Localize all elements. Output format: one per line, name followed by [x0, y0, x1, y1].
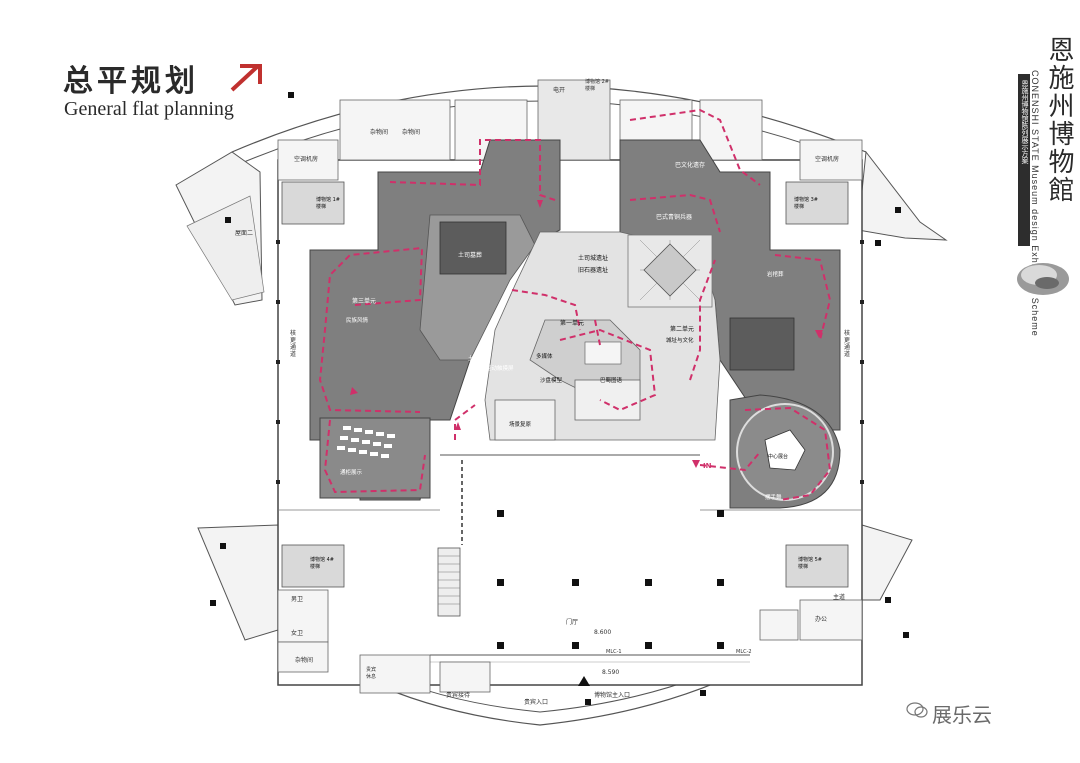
ac-room-left-label: 空调机房: [294, 156, 319, 163]
exhibit-cliff: 岩棺葬: [767, 272, 784, 278]
ac-room-right-label: 空调机房: [815, 156, 840, 163]
ink-stone-icon: [1017, 263, 1069, 295]
exhibit-ba-culture: 巴文化遗存: [675, 162, 706, 169]
page-subtitle: General flat planning: [64, 98, 234, 120]
storage-2-label: 杂物间: [402, 129, 421, 136]
stair-left-label: 博物馆 1#楼梯: [316, 197, 340, 210]
vip-rest-label: 贵宾休息: [366, 667, 377, 680]
exhibit-dance: 摆手舞: [765, 495, 782, 501]
storage-4-label: 杂物间: [295, 657, 314, 664]
exhibit-media: 多媒体: [536, 354, 553, 360]
mlc-1-label: MLC-1: [606, 649, 622, 655]
museum-en: CONENSHI STATE Museum design Exhibition …: [1030, 70, 1040, 337]
office-label: 办公: [815, 616, 828, 623]
hall-label: 门厅: [566, 619, 579, 626]
stair-top-label: 博物馆 2#楼梯: [585, 79, 609, 92]
exhibit-unit-3: 第三单元: [352, 298, 377, 305]
wechat-icon: [906, 702, 928, 718]
exhibit-tusi-city: 土司城遗址: [578, 255, 609, 262]
stair-br-label: 博物馆 5#楼梯: [798, 557, 822, 570]
main-entrance-label: 博物馆主入口: [594, 692, 631, 699]
in-label: IN: [703, 462, 712, 470]
exhibit-bronze: 巴式青铜兵器: [656, 214, 693, 221]
exhibit-interact: 互动触摸屏: [486, 366, 514, 372]
reception-label: 贵宾接待: [446, 692, 471, 699]
exhibit-ba-script: 巴蜀图语: [600, 378, 623, 384]
vip-entrance-label: 贵宾入口: [524, 699, 549, 706]
fire-right-label: 核更通道: [844, 330, 851, 358]
exhibit-unit-2: 第二单元: [670, 326, 695, 333]
elevator-label: 电开: [553, 87, 566, 94]
arrow-up-right-icon: [230, 64, 262, 92]
museum-name: 恩施州博物館: [1044, 36, 1074, 204]
exhibit-tomb: 土司墓葬: [458, 252, 483, 259]
exhibit-folk: 民族风情: [346, 318, 369, 324]
mlc-2-label: MLC-2: [736, 649, 752, 655]
exhibit-stone-age: 旧石器遗址: [578, 267, 609, 274]
exhibit-relic: 城址与文化: [666, 338, 694, 344]
exhibit-central: 中心展台: [768, 454, 789, 460]
roof-label: 屋面二: [235, 230, 254, 237]
mens-wc-label: 男卫: [291, 596, 304, 603]
dim-1-label: 8.600: [594, 629, 612, 636]
exhibit-tujia: 土家族: [468, 356, 485, 362]
exhibit-unit-1: 第一单元: [560, 320, 585, 327]
womens-wc-label: 女卫: [291, 630, 304, 637]
fire-left-label: 核更通道: [290, 330, 297, 358]
storage-1-label: 杂物间: [370, 129, 389, 136]
exhibit-model: 沙盘模型: [540, 378, 563, 384]
watermark: 展乐云: [932, 703, 992, 727]
exhibit-showcase: 通柜展示: [340, 470, 363, 476]
main-road-label: 主道: [833, 594, 846, 601]
stair-bl-label: 博物馆 4#楼梯: [310, 557, 334, 570]
stair-right-label: 博物馆 3#楼梯: [794, 197, 818, 210]
page-title: 总平规划: [63, 64, 199, 99]
museum-subtitle: 恩施州博物馆陈列展示方案: [1021, 80, 1029, 164]
exhibit-scene: 场景复原: [509, 422, 532, 428]
dim-2-label: 8.590: [602, 669, 620, 676]
side-bar: [1018, 74, 1030, 246]
